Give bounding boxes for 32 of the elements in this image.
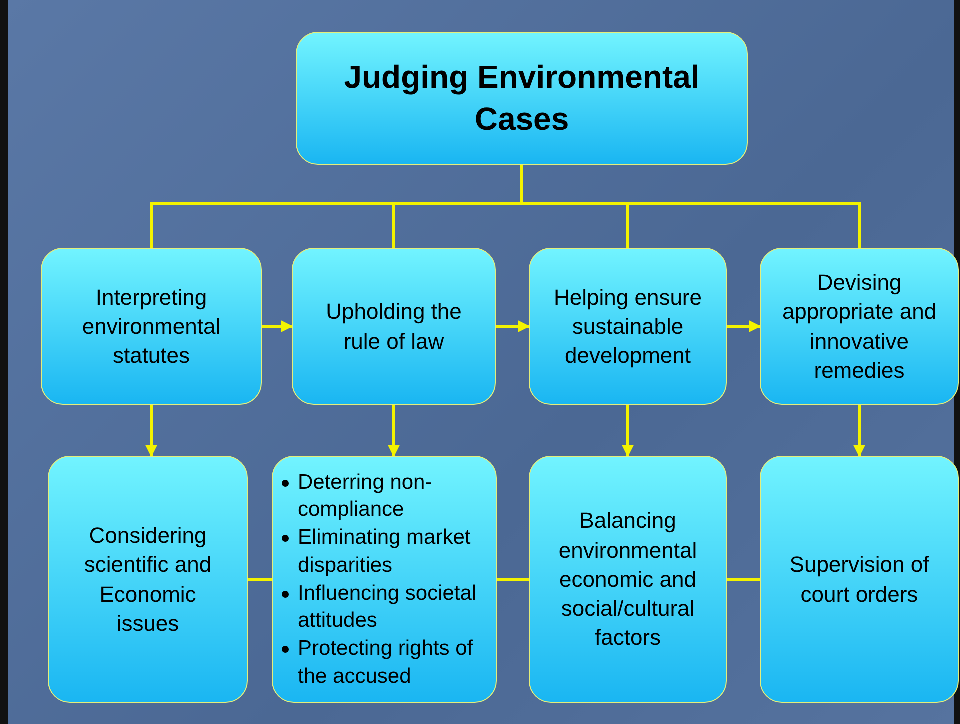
bullet-item: Protecting rights of the accused (280, 634, 491, 690)
bullet-item: Eliminating market disparities (280, 524, 491, 580)
box-label: Interpreting environmental statutes (81, 284, 222, 370)
bullet-item: Deterring non-compliance (280, 468, 491, 524)
box-label: Upholding the rule of law (325, 298, 463, 356)
bullet-item: Influencing societal attitudes (280, 580, 491, 635)
process-box (760, 456, 959, 703)
arrow (146, 405, 158, 458)
connector-line (520, 165, 861, 248)
process-box (529, 456, 727, 703)
process-box (272, 456, 497, 703)
arrow (622, 405, 634, 458)
arrow (262, 320, 294, 332)
arrow (388, 405, 400, 458)
process-box (529, 248, 727, 405)
box-label: Balancing environmental economic and social/cultural factors (558, 507, 698, 652)
process-box (292, 248, 496, 405)
process-box (760, 248, 959, 405)
process-box (48, 456, 248, 703)
box-label: Devising appropriate and innovative remedies (781, 269, 938, 385)
arrow (727, 320, 762, 332)
connector-line (497, 578, 529, 581)
box-label: Judging Environmental Cases (343, 58, 701, 138)
title-box (296, 32, 748, 165)
box-label: Supervision of court orders (788, 551, 930, 608)
arrow (854, 405, 866, 458)
process-box (41, 248, 262, 405)
box-label: Helping ensure sustainable development (553, 284, 703, 370)
connector-line (727, 578, 760, 581)
connector-line (248, 578, 272, 581)
arrow (496, 320, 530, 332)
box-label: Considering scientific and Economic issues (83, 522, 213, 638)
